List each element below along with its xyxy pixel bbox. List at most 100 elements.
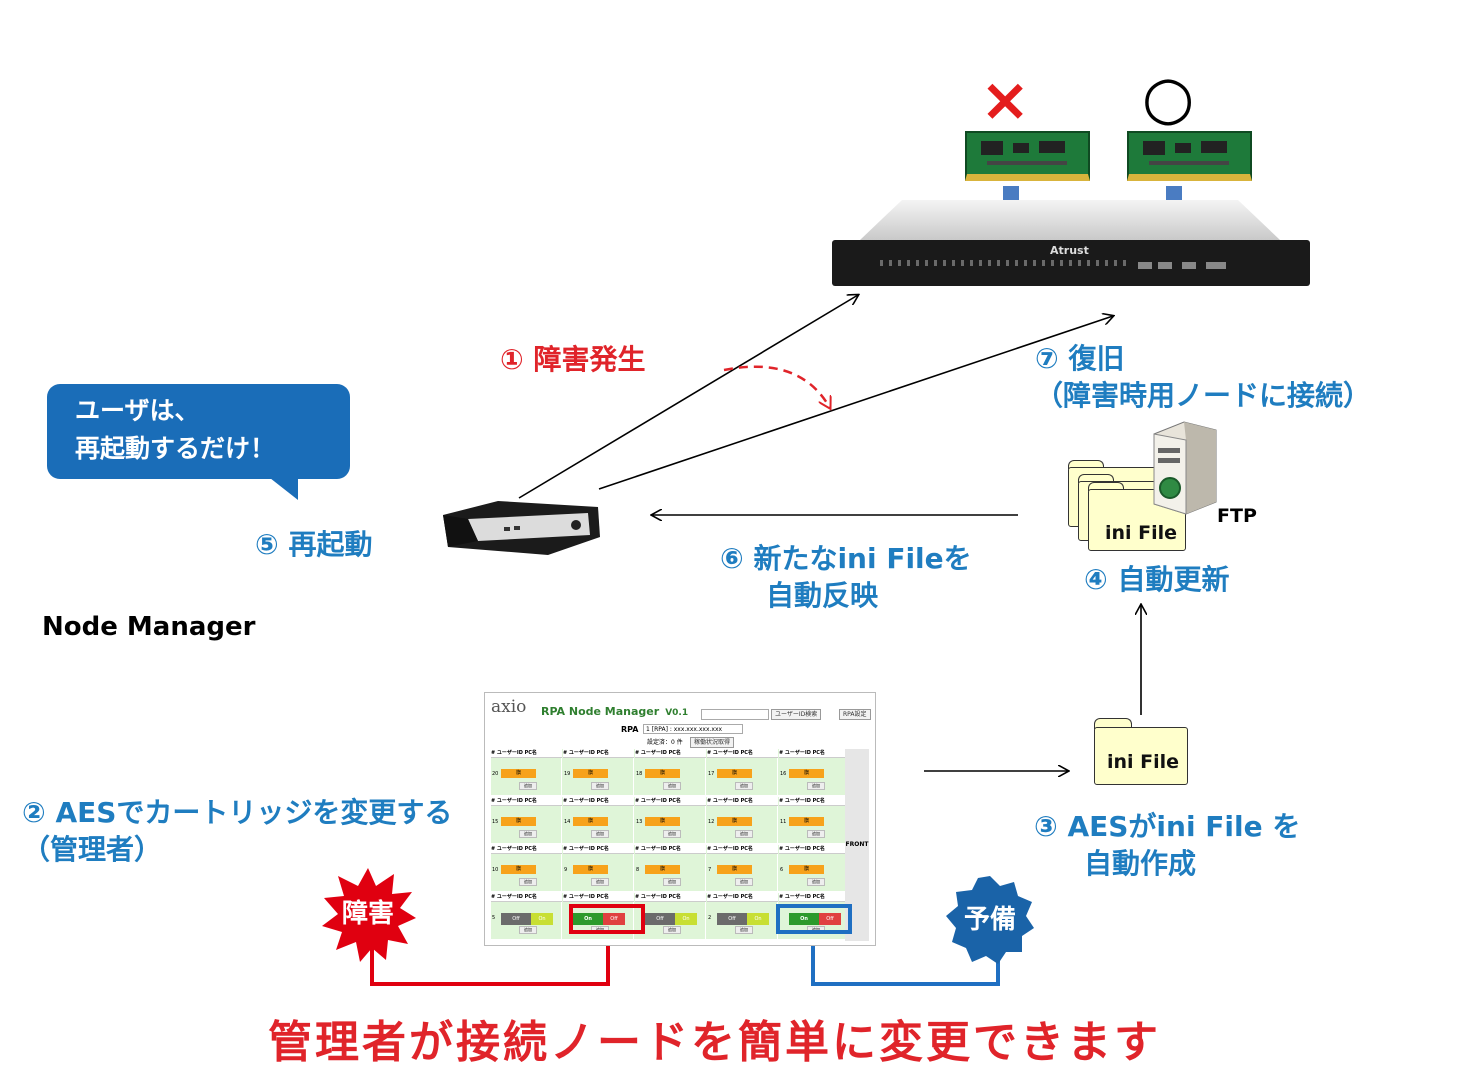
nm-slot-user-badge[interactable]: 旗 [789,769,824,778]
nm-user-search-button[interactable]: ユーザーID検索 [771,709,822,720]
nm-add-button[interactable]: 追加 [735,878,753,886]
nm-add-button[interactable]: 追加 [807,782,825,790]
callout-bubble: ユーザは、 再起動するだけ！ [47,384,350,479]
nm-slot-header: # ユーザーID PC名 [563,797,634,806]
nm-add-button[interactable]: 追加 [735,782,753,790]
nm-slot-number: 9 [564,867,568,873]
nm-slot-user-badge[interactable]: 旗 [717,769,752,778]
nm-slot-user-badge[interactable]: 旗 [501,865,536,874]
nm-off-button[interactable]: Off [645,913,675,925]
axio-logo: axio [491,697,527,717]
nm-power-toggle[interactable]: Off [603,913,625,925]
nm-off-button[interactable]: Off [717,913,747,925]
nm-power-toggle[interactable]: On [531,913,553,925]
nm-add-button[interactable]: 追加 [663,782,681,790]
nm-slot-header: # ユーザーID PC名 [779,797,850,806]
nm-slot-user-badge[interactable]: 旗 [573,865,608,874]
nm-slot-number: 20 [492,771,499,777]
nm-slot-number: 13 [636,819,643,825]
ok-mark-icon: ○ [1142,63,1195,133]
nm-slot-user-badge[interactable]: 旗 [501,769,536,778]
nm-slot-header: # ユーザーID PC名 [563,893,634,902]
nm-power-toggle[interactable]: On [747,913,769,925]
nm-slot-user-badge[interactable]: 旗 [645,865,680,874]
nm-slot-user-badge[interactable]: 旗 [789,817,824,826]
nm-slot-user-badge[interactable]: 旗 [573,817,608,826]
nm-slot-header: # ユーザーID PC名 [635,845,706,854]
step2-change-label: ② AESでカートリッジを変更する （管理者） [22,794,452,868]
nm-slot-user-badge[interactable]: 旗 [573,769,608,778]
nm-add-button[interactable]: 追加 [807,878,825,886]
ftp-label: FTP [1217,505,1257,527]
spare-badge-text: 予備 [963,905,1016,935]
nm-slot-header: # ユーザーID PC名 [635,749,706,758]
nm-add-button[interactable]: 追加 [735,830,753,838]
nm-add-button[interactable]: 追加 [519,830,537,838]
arrow-client-to-server-failure [518,295,858,499]
nm-add-button[interactable]: 追加 [807,830,825,838]
nm-slot-user-badge[interactable]: 旗 [645,769,680,778]
nm-add-button[interactable]: 追加 [735,926,753,934]
node-manager-heading: Node Manager [42,612,256,642]
nm-off-button[interactable]: Off [501,913,531,925]
nm-slot-number: 6 [780,867,784,873]
nm-rpa-settings-button[interactable]: RPA設定 [839,709,871,720]
nm-add-button[interactable]: 追加 [519,878,537,886]
callout-line2: 再起動するだけ！ [75,434,276,463]
nm-add-button[interactable]: 追加 [663,830,681,838]
nm-slot-user-badge[interactable]: 旗 [717,817,752,826]
server-chassis: Atrust [832,200,1310,292]
nm-slot-number: 2 [708,915,712,921]
nm-user-search-input[interactable] [701,709,769,720]
nm-add-button[interactable]: 追加 [519,926,537,934]
nm-on-button[interactable]: On [789,913,819,925]
nm-rpa-select[interactable]: 1 [RPA] : xxx.xxx.xxx.xxx [643,724,743,734]
step6-line2: 自動反映 [766,579,879,612]
nm-on-button[interactable]: On [573,913,603,925]
nm-power-toggle[interactable]: Off [819,913,841,925]
nm-add-button[interactable]: 追加 [663,878,681,886]
nm-slot-number: 15 [492,819,499,825]
nm-add-button[interactable]: 追加 [591,830,609,838]
nm-slot-user-badge[interactable]: 旗 [645,817,680,826]
nm-slot-number: 10 [492,867,499,873]
nm-add-button[interactable]: 追加 [591,878,609,886]
nm-slot-user-badge[interactable]: 旗 [717,865,752,874]
nm-power-toggle[interactable]: On [675,913,697,925]
nm-add-button[interactable]: 追加 [591,782,609,790]
nm-slot-header: # ユーザーID PC名 [779,749,850,758]
nm-status-button[interactable]: 稼働状況取得 [690,737,735,748]
nm-slot-header: # ユーザーID PC名 [491,749,562,758]
step7-line1: ⑦ 復旧 [1035,342,1125,375]
spare-badge: 予備 [942,872,1038,968]
nm-slot-header: # ユーザーID PC名 [563,749,634,758]
nm-slot-user-badge[interactable]: 旗 [789,865,824,874]
nm-add-button[interactable]: 追加 [663,926,681,934]
nm-slot-user-badge[interactable]: 旗 [501,817,536,826]
step6-apply-label: ⑥ 新たなini Fileを 自動反映 [720,540,972,614]
step3-create-label: ③ AESがini File を 自動作成 [1034,808,1300,882]
nm-add-button[interactable]: 追加 [519,782,537,790]
fault-connector-line [370,934,610,986]
